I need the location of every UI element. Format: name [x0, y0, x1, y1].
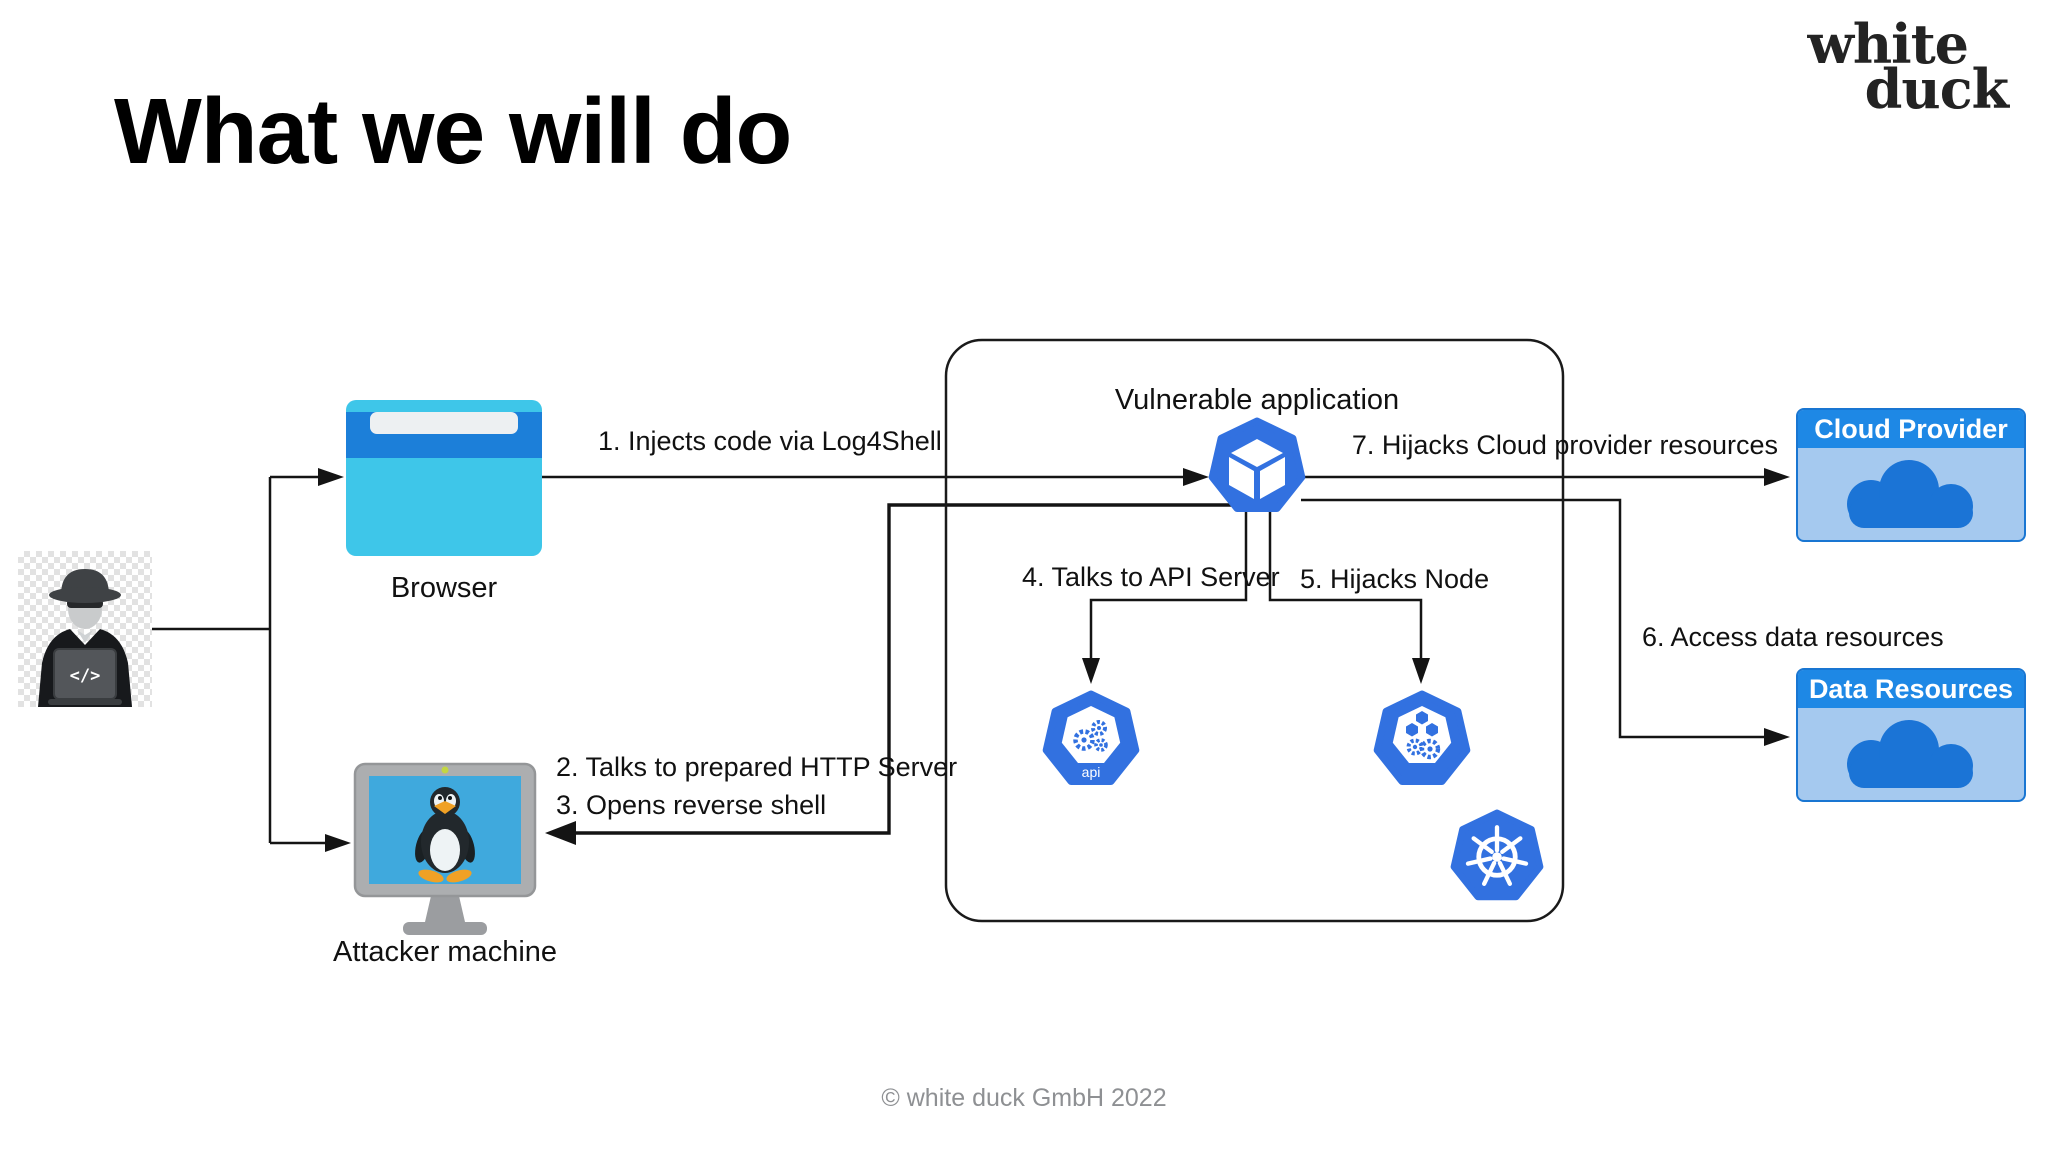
browser-window-icon — [346, 400, 542, 556]
label-step-3: 3. Opens reverse shell — [556, 790, 827, 820]
vulnerable-application-label: Vulnerable application — [1114, 384, 1400, 416]
label-step-2: 2. Talks to prepared HTTP Server — [556, 752, 958, 782]
label-step-5: 5. Hijacks Node — [1300, 564, 1490, 594]
kubernetes-wheel-icon — [1450, 809, 1544, 901]
edge-pod-to-api-server — [1082, 506, 1248, 684]
logo-line-1: white — [1807, 12, 1969, 76]
tux-penguin — [415, 787, 475, 883]
browser-label: Browser — [390, 572, 498, 604]
white-duck-logo: white duck — [1807, 12, 2009, 121]
data-resources-box: Data Resources — [1796, 668, 2026, 802]
browser-titlebar — [346, 412, 542, 458]
data-resources-label: Data Resources — [1798, 670, 2024, 708]
hacker-icon: </> — [18, 551, 152, 707]
logo-line-2: duck — [1864, 57, 2009, 121]
kubernetes-api-server-icon: api — [1042, 690, 1140, 785]
label-step-4: 4. Talks to API Server — [1022, 562, 1280, 592]
cloud-provider-box: Cloud Provider — [1796, 408, 2026, 542]
label-step-1: 1. Injects code via Log4Shell — [598, 426, 942, 456]
code-glyph: </> — [70, 666, 101, 686]
browser-address-bar — [370, 412, 518, 434]
linux-monitor-icon — [353, 762, 537, 938]
api-label: api — [1082, 764, 1101, 780]
attacker-machine-label: Attacker machine — [332, 936, 558, 968]
cloud-icon — [1847, 460, 1973, 528]
page-title: What we will do — [114, 79, 792, 183]
copyright-text: © white duck GmbH 2022 — [881, 1084, 1167, 1112]
label-step-7: 7. Hijacks Cloud provider resources — [1351, 430, 1778, 460]
label-step-6: 6. Access data resources — [1642, 622, 1944, 652]
hacker-icon-art: </> — [38, 569, 132, 707]
cloud-provider-label: Cloud Provider — [1798, 410, 2024, 448]
kubernetes-node-icon — [1373, 690, 1471, 785]
label-steps-2-3: 2. Talks to prepared HTTP Server 3. Open… — [556, 748, 957, 824]
cloud-icon — [1847, 720, 1973, 788]
edge-browser-to-pod — [542, 468, 1209, 486]
edge-pod-to-cloud-provider — [1303, 468, 1790, 486]
edge-attacker-split — [152, 468, 351, 852]
kubernetes-pod-icon — [1208, 417, 1306, 512]
